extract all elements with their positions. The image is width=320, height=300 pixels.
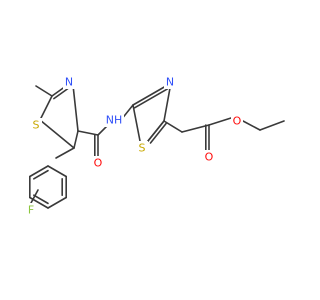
bond-ethyl-methyl: [259, 120, 285, 131]
thiazole-a-nitrogen-bg: [63, 75, 75, 89]
amide-nh-atom-label: NH: [106, 114, 123, 127]
bond-ester-c-o: [208, 117, 232, 126]
phenyl-bond-2: [29, 196, 49, 209]
bond-ring-b-c2-s: [132, 104, 141, 142]
thiazole-b-nitrogen-bg: [164, 75, 176, 89]
bond-ring-b-c4-n: [163, 87, 171, 122]
amide-oxygen-atom-label: O: [94, 157, 103, 170]
phenyl-bond-4: [29, 165, 49, 178]
phenyl-bond-5: [47, 165, 67, 178]
bond-layer: [29, 84, 285, 209]
thiazole-a-sulfur-atom-label: S: [33, 119, 40, 132]
fluorine-atom-label: F: [28, 204, 34, 217]
double-bond-ring-b-c4-c5: [147, 120, 165, 142]
bond-ring-a-n-c4: [72, 84, 79, 132]
thiazole-b-nitrogen-atom-label: N: [166, 76, 174, 89]
thiazole-b-sulfur-bg: [136, 141, 148, 155]
double-bond-ring-a-c2-n-second: [53, 87, 69, 100]
bond-ring-a-c5-c4: [73, 130, 79, 149]
amide-nh-bg: [104, 113, 124, 127]
bond-ch2-ester-c: [181, 124, 210, 133]
ester-carbonyl-oxygen-bg: [203, 150, 215, 164]
double-bond-ring-b-c2-n: [132, 85, 167, 106]
atom-label-layer: F S N O NH N S O O: [25, 75, 243, 217]
ester-carbonyl-oxygen-atom-label: O: [205, 151, 214, 164]
ester-ether-oxygen-atom-label: O: [233, 115, 242, 128]
amide-oxygen-bg: [92, 156, 104, 170]
double-bond-ring-b-c4-c5-second: [149, 122, 168, 144]
bond-methyl: [35, 85, 53, 97]
bond-ring-a-s-c2: [39, 95, 53, 121]
phenyl-inner-double-2: [33, 194, 49, 205]
molecule-canvas: F S N O NH N S O O: [25, 75, 285, 217]
bond-ring-a-s-c5: [39, 119, 75, 149]
bond-phenyl-thiazole: [55, 147, 75, 159]
thiazole-b-sulfur-atom-label: S: [139, 142, 146, 155]
thiazole-a-nitrogen-atom-label: N: [65, 76, 73, 89]
fluorine-bg: [25, 203, 37, 217]
bond-o-ethyl: [242, 120, 261, 131]
phenyl-bond-1: [47, 196, 67, 209]
ester-ether-oxygen-bg: [231, 114, 243, 128]
double-bond-ring-b-c2-n-second: [133, 87, 169, 109]
phenyl-inner-double-4: [33, 169, 49, 180]
chemical-structure: F S N O NH N S O O: [25, 75, 285, 217]
thiazole-a-sulfur-bg: [30, 118, 42, 132]
